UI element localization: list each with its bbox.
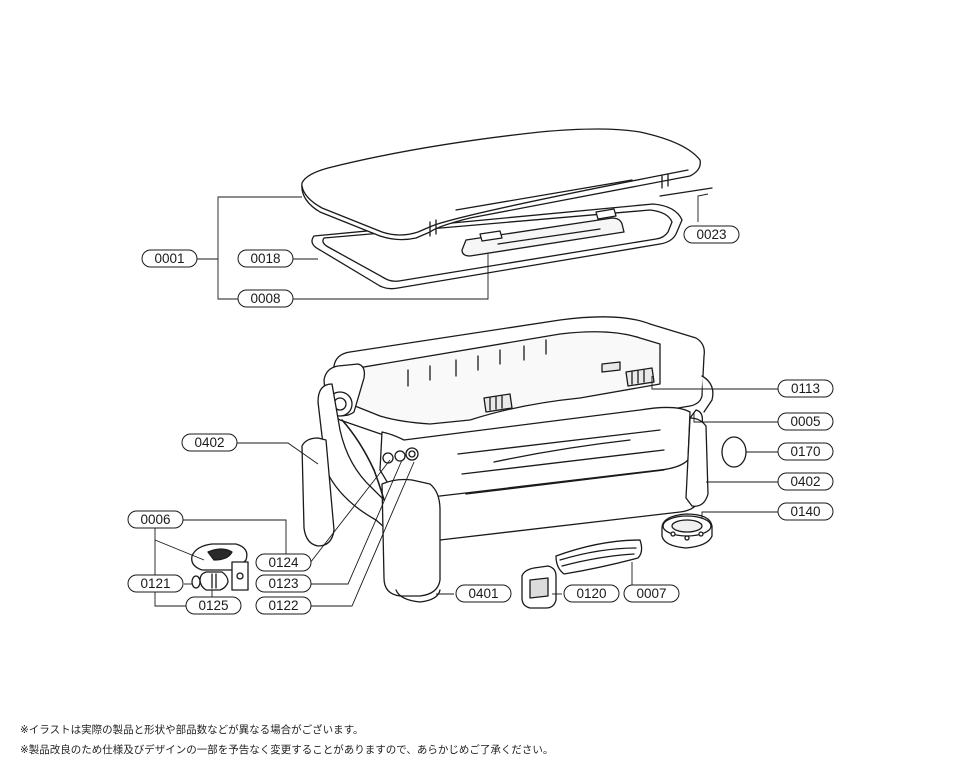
callout-badge-frame — [563, 584, 620, 603]
leader-lines — [129, 193, 778, 607]
callout-0122: 0122 — [255, 596, 312, 615]
callout-badge-frame — [455, 584, 512, 603]
drain-valve — [199, 571, 229, 591]
callout-0001: 0001 — [141, 249, 198, 268]
callout-badge-frame — [237, 289, 294, 308]
callout-label: 0006 — [140, 512, 170, 527]
latch-left — [483, 393, 513, 413]
callout-badge-frame — [141, 249, 198, 268]
callout-badge-frame — [127, 510, 184, 529]
callout-label: 0005 — [790, 414, 820, 429]
lid — [301, 128, 701, 241]
disclaimer-notes: ※イラストは実際の製品と形状や部品数などが異なる場合がございます。 ※製品改良の… — [20, 720, 950, 760]
rod-holder-cap — [661, 513, 713, 549]
callout-label: 0124 — [268, 555, 299, 570]
callout-label: 0007 — [636, 586, 666, 601]
callout-label: 0023 — [696, 227, 726, 242]
callout-label: 0402 — [790, 474, 820, 489]
callout-badge-frame — [777, 412, 834, 431]
callout-0170: 0170 — [777, 442, 834, 461]
lid-hinge-pin — [659, 187, 713, 197]
callout-label: 0401 — [468, 586, 498, 601]
callout-0401: 0401 — [455, 584, 512, 603]
cooler-body — [301, 316, 714, 603]
disclaimer-line-2: ※製品改良のため仕様及びデザインの一部を予告なく変更することがありますので、あら… — [20, 744, 554, 756]
callout-label: 0113 — [791, 381, 820, 396]
callout-0008: 0008 — [237, 289, 294, 308]
callout-badge-frame — [127, 574, 184, 593]
callout-0023: 0023 — [683, 225, 740, 244]
callout-0018: 0018 — [237, 249, 294, 268]
drain-plug-ring — [721, 436, 747, 468]
callout-0125: 0125 — [185, 596, 242, 615]
callout-label: 0121 — [140, 576, 170, 591]
hinge-bracket — [191, 543, 249, 591]
callout-0120: 0120 — [563, 584, 620, 603]
callout-badge-frame — [623, 584, 680, 603]
callout-0140: 0140 — [777, 502, 834, 521]
callout-0113: 0113 — [777, 379, 834, 398]
callout-badge-frame — [237, 249, 294, 268]
callout-0007: 0007 — [623, 584, 680, 603]
callout-0402l: 0402 — [181, 433, 238, 452]
rim-label-tag — [601, 361, 621, 373]
callout-0402r: 0402 — [777, 472, 834, 491]
callout-badge-frame — [181, 433, 238, 452]
callout-label: 0001 — [154, 251, 184, 266]
callout-badge-frame — [777, 379, 834, 398]
lid-hinge-plate — [461, 208, 625, 257]
callout-0123: 0123 — [255, 574, 312, 593]
callout-badges: 0001 0018 0008 0023 0113 0005 0170 0402 0140 0402… — [127, 225, 834, 615]
callout-label: 0123 — [268, 576, 298, 591]
latch-right — [625, 367, 655, 387]
callout-label: 0402 — [194, 435, 224, 450]
callout-0121: 0121 — [127, 574, 184, 593]
belt-buckle — [521, 565, 557, 609]
callout-badge-frame — [185, 596, 242, 615]
callout-label: 0008 — [250, 291, 280, 306]
callout-badge-frame — [255, 574, 312, 593]
o-ring-small — [191, 575, 201, 589]
callout-label: 0125 — [198, 598, 228, 613]
callout-badge-frame — [777, 472, 834, 491]
callout-0006: 0006 — [127, 510, 184, 529]
callout-label: 0018 — [250, 251, 280, 266]
shoulder-belt — [555, 539, 643, 575]
callout-badge-frame — [683, 225, 740, 244]
callout-label: 0140 — [790, 504, 820, 519]
callout-label: 0120 — [576, 586, 606, 601]
callout-0005: 0005 — [777, 412, 834, 431]
disclaimer-line-1: ※イラストは実際の製品と形状や部品数などが異なる場合がございます。 — [20, 724, 364, 736]
callout-label: 0170 — [790, 444, 820, 459]
callout-0124: 0124 — [255, 553, 312, 572]
callout-badge-frame — [255, 596, 312, 615]
callout-badge-frame — [255, 553, 312, 572]
callout-badge-frame — [777, 442, 834, 461]
callout-label: 0122 — [268, 598, 298, 613]
callout-badge-frame — [777, 502, 834, 521]
